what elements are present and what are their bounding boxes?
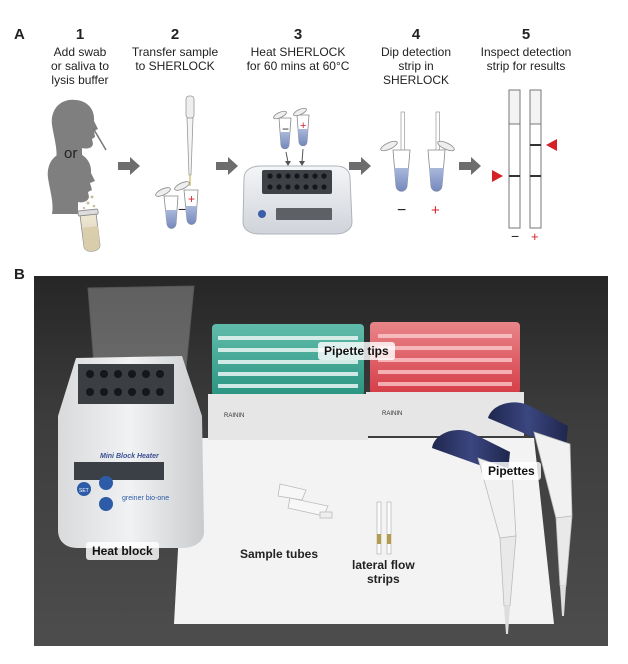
step-4-number: 4 — [411, 26, 421, 43]
step-2-caption-line: Transfer sample — [131, 45, 219, 59]
mini-block-heater: Mini Block Heater SET greiner bio-one — [58, 285, 204, 548]
minus-sign: − — [282, 122, 289, 136]
pipette-tips-label: Pipette tips — [318, 342, 395, 360]
panel-b-letter: B — [14, 266, 25, 283]
step-1-caption-line: or saliva to — [50, 59, 110, 73]
lysis-tube-icon — [77, 208, 101, 252]
test-line-arrow-icon — [546, 139, 557, 151]
plus-sign: + — [188, 192, 195, 206]
result-strip-positive-icon — [529, 89, 542, 229]
pink-tip-box: RAININ — [366, 322, 524, 436]
step-5-caption-line: Inspect detection — [480, 45, 572, 59]
step-arrow-icon — [459, 157, 481, 175]
lateral-flow-label-line: lateral flow — [352, 558, 415, 572]
minus-sign: − — [397, 202, 406, 219]
minus-sign: − — [178, 201, 186, 217]
set-button-label: SET — [79, 488, 89, 494]
sample-tube-minus-icon — [155, 187, 179, 229]
or-text: or — [64, 145, 77, 162]
sample-tubes-photo — [277, 483, 333, 519]
heat-block-label: Heat block — [86, 542, 159, 560]
sample-tube-plus-icon — [174, 181, 199, 225]
plus-sign: + — [531, 229, 539, 244]
step-5-number: 5 — [521, 26, 531, 43]
head-swab-icon — [51, 99, 107, 160]
step-1-caption-line: lysis buffer — [51, 73, 109, 87]
lateral-flow-label-line: strips — [367, 572, 400, 586]
step-5-caption: Inspect detection strip for results — [466, 45, 586, 73]
panel-a-illustration: or − + — [47, 89, 557, 252]
minus-sign: − — [511, 228, 519, 244]
device-name: Mini Block Heater — [100, 453, 160, 460]
control-line-arrow-icon — [492, 170, 503, 182]
step-3-caption: Heat SHERLOCK for 60 mins at 60°C — [233, 45, 363, 73]
equipment-photo: RAININ RAININ Mini Block Heater SET — [34, 276, 608, 646]
step-2-caption: Transfer sample to SHERLOCK — [115, 45, 235, 73]
step-3-number: 3 — [293, 26, 303, 43]
plus-sign: + — [431, 202, 440, 219]
sample-tubes-label: Sample tubes — [240, 547, 319, 561]
step-arrow-icon — [349, 157, 371, 175]
heat-block-icon — [242, 165, 353, 235]
device-brand: greiner bio-one — [122, 495, 169, 502]
step-1-number: 1 — [75, 26, 85, 43]
panel-a-letter: A — [14, 26, 25, 43]
dip-tube-minus-icon — [380, 111, 411, 192]
step-2-number: 2 — [170, 26, 180, 43]
tip-box-brand: RAININ — [224, 413, 244, 419]
step-arrow-icon — [118, 157, 140, 175]
step-4-caption-line: strip in — [398, 59, 434, 73]
head-saliva-icon — [47, 151, 96, 214]
result-strip-negative-icon — [508, 89, 521, 229]
step-3-caption-line: Heat SHERLOCK — [250, 45, 346, 59]
step-3-caption-line: for 60 mins at 60°C — [246, 59, 350, 73]
pipette-right — [488, 402, 573, 616]
step-1-caption: Add swab or saliva to lysis buffer — [20, 45, 140, 87]
step-4-caption-line: SHERLOCK — [382, 73, 450, 87]
paper-sheet — [174, 438, 554, 624]
step-2-caption-line: to SHERLOCK — [135, 59, 215, 73]
step-4-caption-line: Dip detection — [380, 45, 452, 59]
plus-sign: + — [300, 120, 306, 132]
pipettes-label: Pipettes — [482, 462, 541, 480]
step-1-caption-line: Add swab — [53, 45, 107, 59]
tube-pair-icon — [273, 107, 310, 166]
step-5-caption-line: strip for results — [486, 59, 566, 73]
tip-box-brand: RAININ — [382, 411, 402, 417]
step-4-caption: Dip detection strip in SHERLOCK — [356, 45, 476, 87]
equipment-photo-drawing: RAININ RAININ Mini Block Heater SET — [34, 276, 608, 646]
step-arrow-icon — [216, 157, 238, 175]
dip-tube-plus-icon — [427, 111, 455, 192]
lateral-flow-label: lateral flow strips — [352, 558, 415, 586]
transfer-pipette-icon — [185, 95, 195, 186]
lateral-flow-strips-photo — [376, 501, 392, 555]
